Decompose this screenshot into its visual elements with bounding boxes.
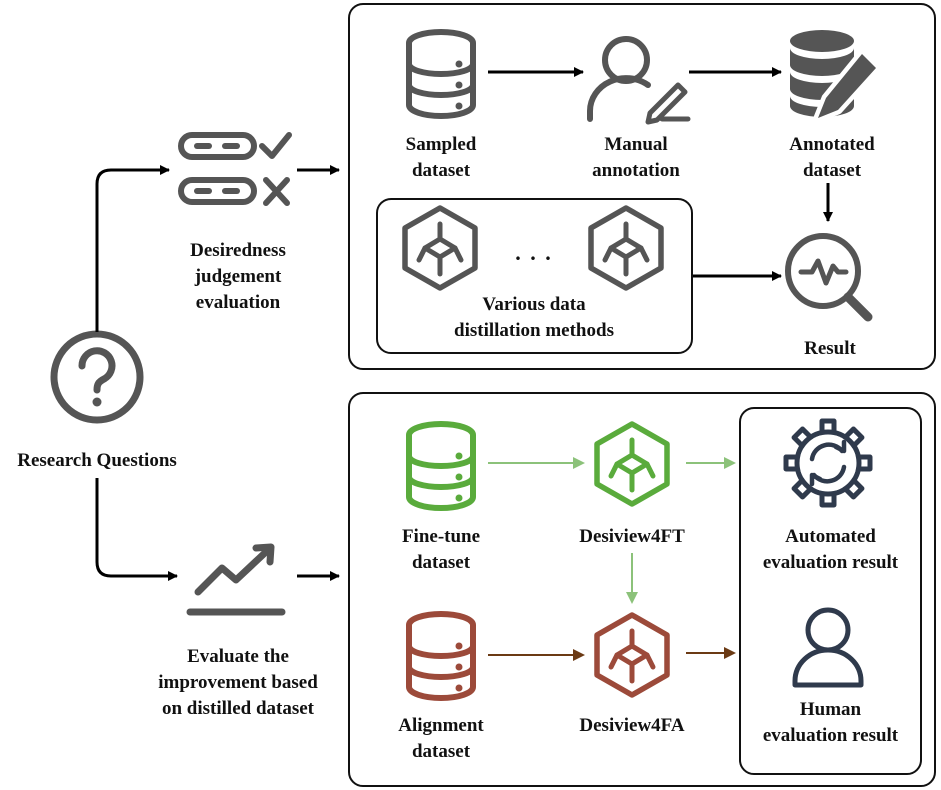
research-questions-label: Research Questions <box>17 450 177 471</box>
results-box <box>739 407 922 775</box>
distillation-methods-label: Various data distillation methods <box>454 294 614 341</box>
annotator-person-icon <box>587 36 691 125</box>
human-person-icon <box>792 607 864 688</box>
sampled-dataset-label: Sampled dataset <box>405 134 477 181</box>
distill-method-cube-icon-2 <box>591 208 661 288</box>
finetune-database-icon <box>409 424 473 508</box>
human-evaluation-label: Human evaluation result <box>762 699 899 746</box>
alignment-dataset-label: Alignment dataset <box>398 715 484 762</box>
desiredness-judgement-label: Desiredness judgement evaluation <box>190 240 286 313</box>
finetune-dataset-label: Fine-tune dataset <box>401 526 481 573</box>
result-magnifier-icon <box>785 233 873 322</box>
trend-up-icon <box>186 543 286 616</box>
annotated-database-icon <box>790 30 881 123</box>
desiview4ft-cube-icon <box>597 424 667 504</box>
manual-annotation-label: Manual annotation <box>592 134 680 181</box>
desiview4fa-cube-icon <box>597 615 667 695</box>
distill-method-cube-icon-1 <box>405 208 475 288</box>
gear-tooth <box>855 454 873 472</box>
gear-tooth <box>791 426 814 449</box>
sampled-database-icon <box>409 32 473 116</box>
evaluate-improvement-label: Evaluate the improvement based on distil… <box>158 646 318 719</box>
gear-tooth <box>842 477 865 500</box>
gear-tooth <box>791 477 814 500</box>
gear-tooth <box>819 490 837 508</box>
distillation-methods-box <box>376 198 693 354</box>
gear-tooth <box>783 454 801 472</box>
automated-gear-icon <box>783 418 873 508</box>
result-label: Result <box>804 338 856 359</box>
top-panel <box>348 3 936 370</box>
question-icon <box>50 330 144 424</box>
bottom-panel <box>348 392 936 787</box>
desiview4ft-label: Desiview4FT <box>579 526 685 547</box>
automated-evaluation-label: Automated evaluation result <box>762 526 899 573</box>
annotated-dataset-label: Annotated dataset <box>789 134 875 181</box>
alignment-database-icon <box>409 614 473 698</box>
judgement-pills-icon <box>178 132 292 206</box>
gear-tooth <box>842 426 865 449</box>
branch-connector-bottom <box>95 478 178 581</box>
ellipsis: . . . <box>515 240 553 265</box>
branch-connector-top <box>95 165 170 332</box>
gear-tooth <box>819 418 837 436</box>
desiview4fa-label: Desiview4FA <box>579 715 685 736</box>
